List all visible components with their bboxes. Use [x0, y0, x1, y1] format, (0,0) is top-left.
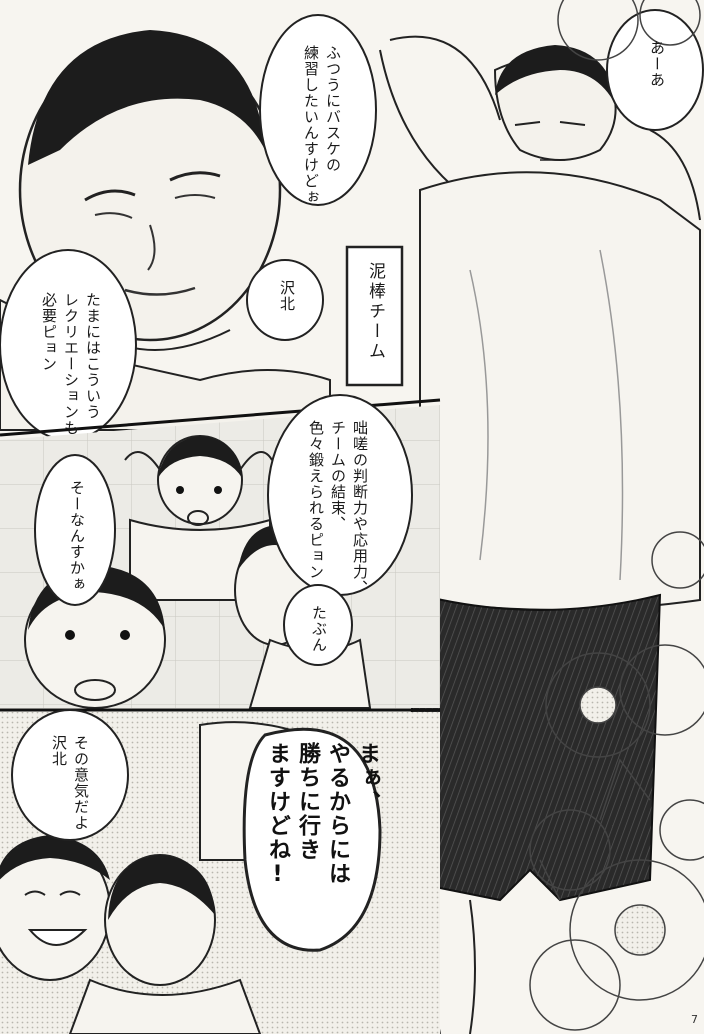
speech-bubble-judgment: 咄嗟の判断力や応用力、 チームの結束、 色々鍛えられるピョン — [307, 420, 369, 596]
speech-bubble-sawakita: 沢北 — [278, 280, 296, 312]
caption-team: 泥棒チーム — [365, 262, 385, 362]
page-number: 7 — [691, 1013, 698, 1026]
speech-bubble-win: まぁ、 やるからには 勝ちに行き ますけどね! — [265, 742, 380, 889]
panel-top — [0, 9, 704, 1034]
flower-decoration — [529, 0, 704, 1031]
speech-bubble-tabun: たぶん — [310, 605, 328, 653]
speech-bubble-aa: あーあ — [648, 40, 666, 88]
speech-bubble-recreation: たまにはこういう レクリエーションも 必要ピョン — [40, 292, 102, 436]
speech-bubble-basket: ふつうにバスケの 練習したいんすけどぉ — [302, 45, 342, 205]
panel-middle — [0, 394, 440, 709]
speech-bubble-sonan: そーなんすかぁ — [68, 480, 86, 592]
speech-bubble-iki: その意気だよ 沢北 — [50, 735, 90, 831]
panel-bottom — [0, 709, 440, 1034]
